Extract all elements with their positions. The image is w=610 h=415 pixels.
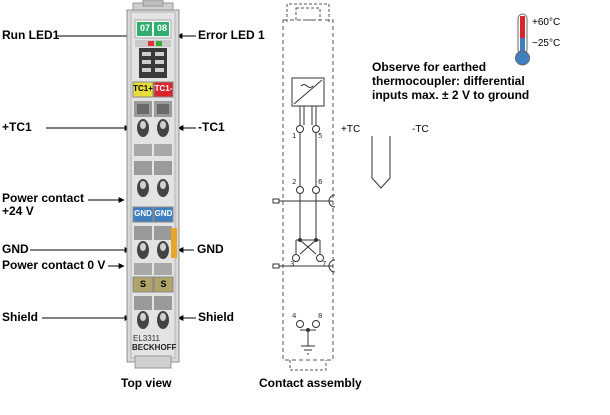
pin-1: 1 — [292, 132, 296, 140]
note-line-2: thermocoupler: differential — [372, 74, 525, 88]
label-gnd-right: GND — [197, 242, 224, 256]
label-24v: +24 V — [2, 204, 34, 218]
note-line-1: Observe for earthed — [372, 60, 487, 74]
label-error-led1: Error LED 1 — [198, 28, 265, 42]
pin-3: 3 — [290, 260, 294, 268]
thermocouple-icon — [371, 136, 391, 189]
note-line-3: inputs max. ± 2 V to ground — [372, 88, 530, 102]
contact-row-2 — [134, 161, 172, 197]
label-run-led1: Run LED1 — [2, 28, 60, 42]
label-tc-plus: +TC1 — [2, 120, 32, 134]
contact-row-3 — [134, 226, 172, 259]
label-power-contact-24v: Power contact — [2, 191, 85, 205]
label-tc-minus: -TC1 — [198, 120, 225, 134]
caption-top-view: Top view — [121, 376, 172, 390]
label-power-contact-0v: Power contact 0 V — [2, 258, 106, 272]
contact-row-4 — [134, 296, 172, 329]
pin-6: 6 — [318, 178, 323, 186]
label-shield-left: Shield — [2, 310, 39, 324]
run-led — [137, 22, 152, 36]
label-shield-right: Shield — [198, 310, 235, 324]
pin-7: 7 — [322, 260, 326, 268]
tc-minus-symbol: -TC — [412, 124, 429, 135]
caption-contact-assembly: Contact assembly — [259, 376, 362, 390]
callout-arrows — [30, 33, 196, 321]
model-number: EL3311 — [133, 334, 160, 343]
power-contact-strip — [171, 228, 177, 258]
thermometer-icon — [515, 13, 530, 66]
gnd-label-right: GND — [154, 209, 173, 218]
tc-minus-label: TC1- — [154, 84, 173, 93]
pin-8: 8 — [318, 312, 322, 320]
led-label-07: 07 — [139, 23, 150, 33]
tc-plus-symbol: +TC — [341, 124, 361, 135]
temp-low-label: −25°C — [532, 38, 561, 49]
temp-high-label: +60°C — [532, 17, 561, 28]
contact-row-1 — [134, 101, 172, 137]
tc-plus-label: TC1+ — [133, 84, 153, 93]
terminal-module — [126, 0, 180, 369]
pin-2: 2 — [292, 178, 296, 186]
shield-label-left: S — [139, 279, 146, 289]
shield-label-right: S — [160, 279, 167, 289]
led-label-08: 08 — [156, 23, 167, 33]
contact-assembly — [272, 3, 336, 371]
pin-4: 4 — [292, 312, 297, 320]
pin-5: 5 — [318, 132, 322, 140]
brand-logo: BECKHOFF — [132, 343, 177, 352]
pin-numbers: 1 5 2 6 3 7 4 8 — [290, 132, 326, 320]
error-led — [154, 22, 169, 36]
label-gnd-left: GND — [2, 242, 29, 256]
gnd-label-left: GND — [134, 209, 152, 218]
